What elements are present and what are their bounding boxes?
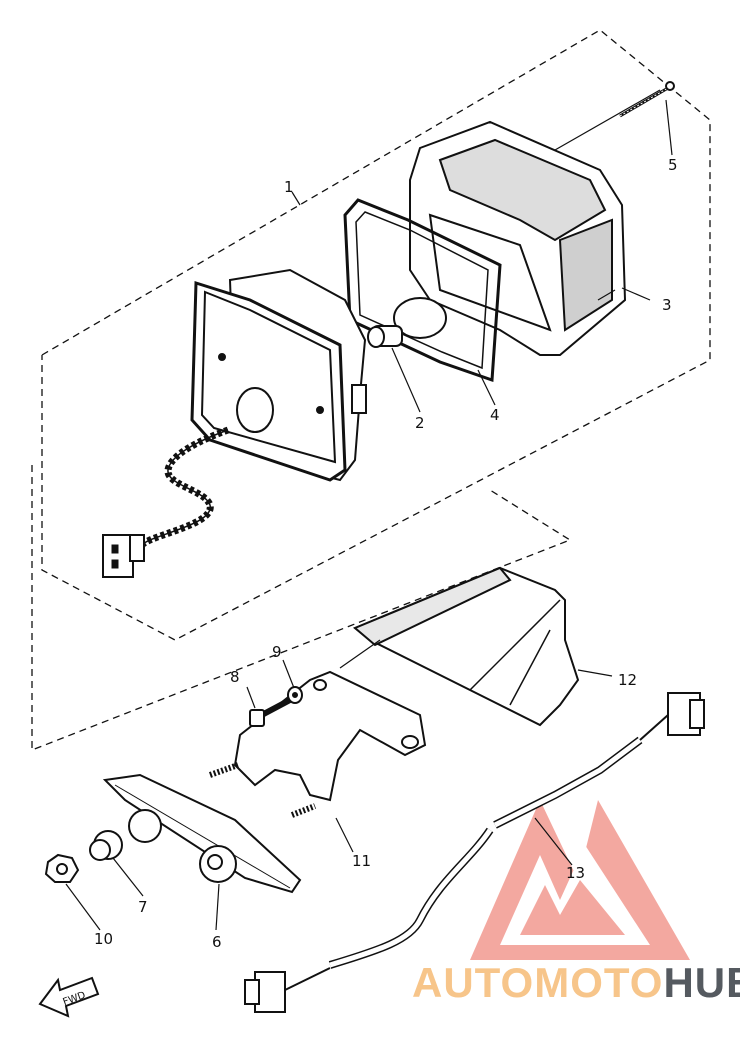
callout-6: 6 — [212, 933, 222, 951]
lamp-wire-harness — [102, 426, 230, 578]
lamp-base-part-1 — [190, 268, 367, 482]
collar-part-7 — [89, 830, 123, 861]
callout-9: 9 — [272, 643, 282, 661]
washer-part-9 — [287, 686, 303, 704]
tail-cover-part-12 — [353, 566, 580, 727]
watermark-part2: HUB — [663, 959, 740, 1006]
fwd-arrow-icon: FWD — [38, 976, 100, 1018]
gasket-part-4 — [343, 198, 502, 383]
callout-3: 3 — [662, 296, 672, 314]
lens-part-3 — [409, 89, 661, 356]
grommet-part-6 — [128, 809, 237, 883]
leader-lines — [65, 99, 673, 931]
wire-lead-part-13 — [244, 692, 705, 1013]
screw-part-5 — [619, 81, 675, 118]
callout-12: 12 — [618, 671, 637, 689]
watermark-part1: AUTOMOTO — [412, 959, 664, 1006]
callout-11: 11 — [352, 852, 371, 870]
bracket-part-11 — [208, 670, 427, 818]
callout-13: 13 — [566, 864, 585, 882]
callout-2: 2 — [415, 414, 425, 432]
callout-5: 5 — [668, 156, 678, 174]
callout-10: 10 — [94, 930, 113, 948]
nut-part-10 — [44, 853, 80, 883]
callouts: 1 2 3 4 5 6 7 8 9 10 11 12 13 — [94, 156, 678, 951]
callout-8: 8 — [230, 668, 240, 686]
watermark-brand-text: AUTOMOTOHUB — [412, 962, 740, 1004]
watermark-logo — [470, 800, 690, 960]
callout-7: 7 — [138, 898, 148, 916]
assembly-outline-upper — [41, 29, 711, 641]
bulb-part-2 — [367, 297, 447, 348]
callout-4: 4 — [490, 406, 500, 424]
bolt-part-8 — [249, 697, 292, 727]
callout-1: 1 — [284, 178, 294, 196]
